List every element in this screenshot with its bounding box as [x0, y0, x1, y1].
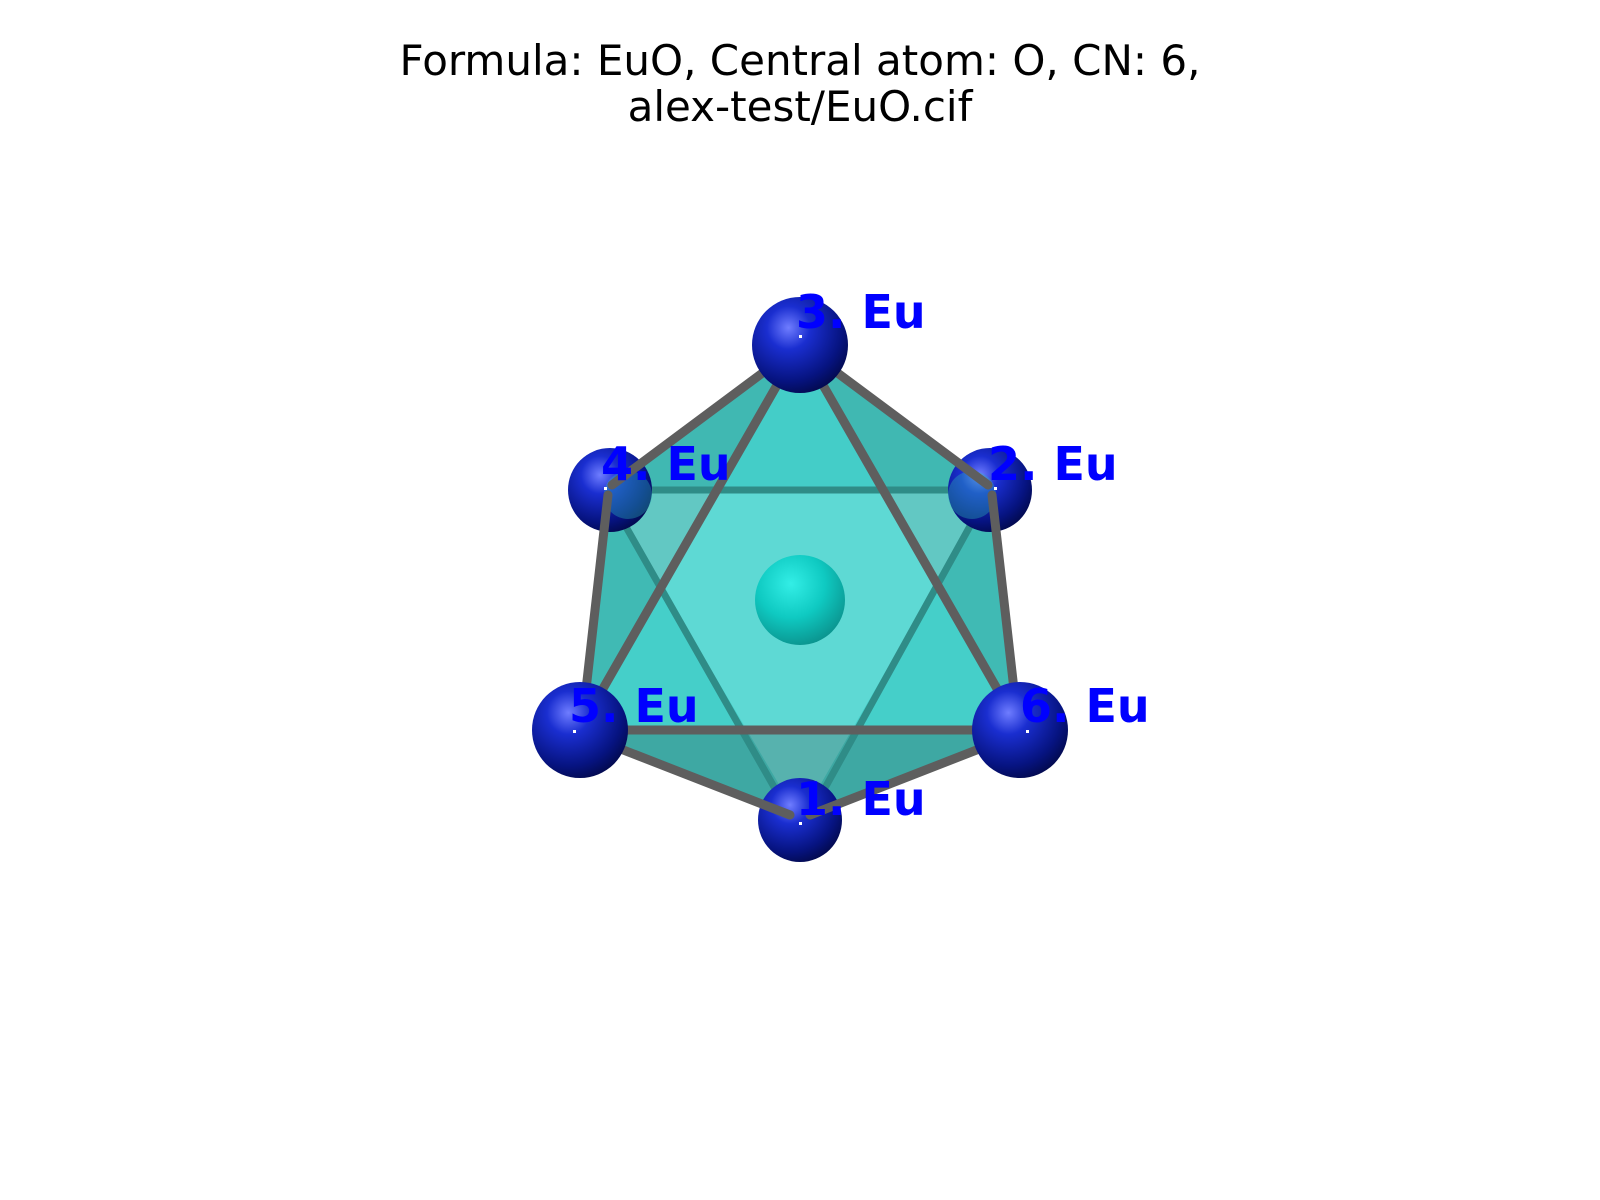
atom-labels: 3. Eu 4. Eu 2. Eu 5. Eu 6. Eu 1. Eu: [569, 285, 1150, 826]
edge-3-5: [580, 340, 805, 725]
ligand-atoms-back: [568, 448, 1032, 862]
central-atom-o: [755, 555, 845, 645]
ligand-atoms-front: [532, 297, 1068, 778]
ligand-atom-3: [752, 297, 848, 393]
label-ligand-6: 6. Eu: [1020, 679, 1150, 733]
ligand-atom-1: [758, 778, 842, 862]
atom-center-markers: [573, 335, 1029, 825]
label-ligand-3: 3. Eu: [796, 285, 926, 339]
label-ligand-5: 5. Eu: [569, 679, 699, 733]
title-line-1: Formula: EuO, Central atom: O, CN: 6,: [399, 36, 1201, 85]
figure-title: Formula: EuO, Central atom: O, CN: 6, al…: [0, 38, 1600, 130]
ligand-atom-5: [532, 682, 628, 778]
polyhedron-back-edges: [601, 486, 994, 819]
edge-3-6: [795, 340, 1020, 725]
back-edge-4-1: [601, 486, 794, 819]
label-ligand-1: 1. Eu: [796, 772, 926, 826]
ligand-atom-6: [972, 682, 1068, 778]
title-line-2: alex-test/EuO.cif: [627, 82, 973, 131]
back-edge-2-1: [806, 486, 994, 819]
label-ligand-2: 2. Eu: [988, 437, 1118, 491]
label-ligand-4: 4. Eu: [601, 437, 731, 491]
